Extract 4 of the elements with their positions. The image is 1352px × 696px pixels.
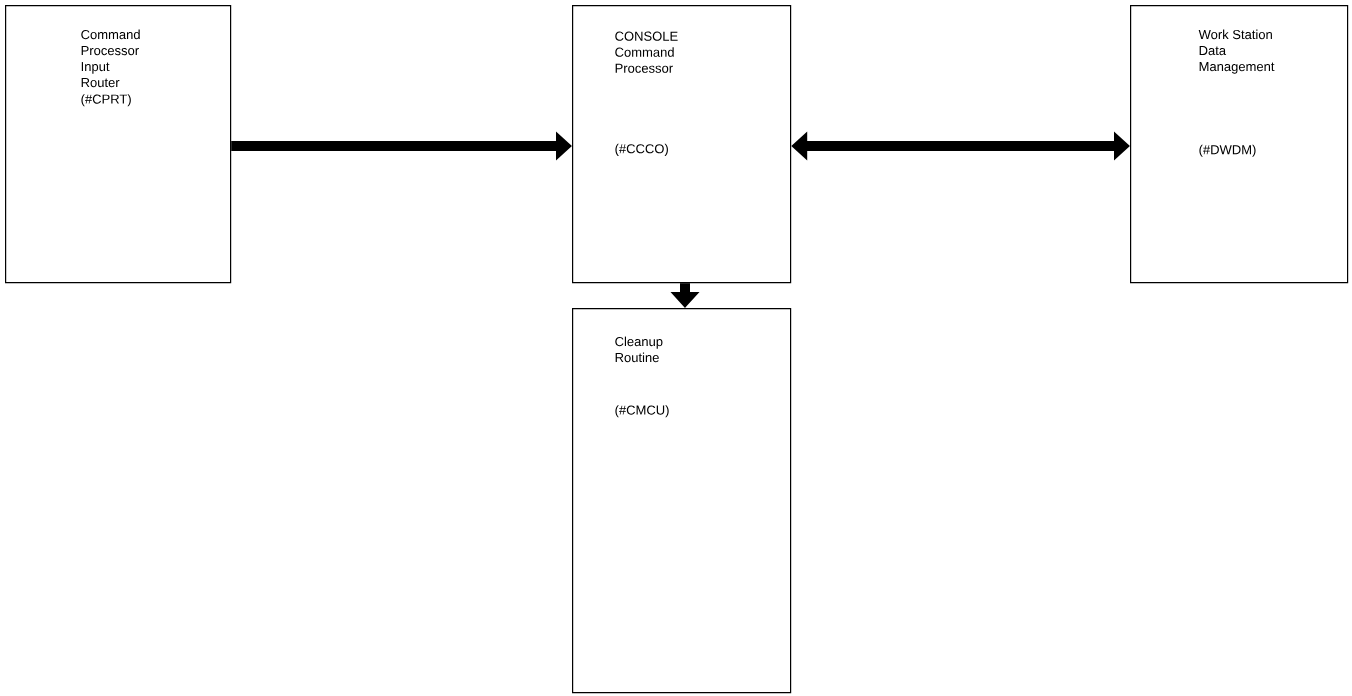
- process-box: Work Station Data Management (#DWDM): [1130, 5, 1349, 284]
- process-box: Cleanup Routine (#CMCU): [572, 308, 792, 694]
- process-box: Command Processor Input Router (#CPRT): [5, 5, 232, 284]
- process-box: CONSOLE Command Processor (#CCCO): [572, 5, 792, 284]
